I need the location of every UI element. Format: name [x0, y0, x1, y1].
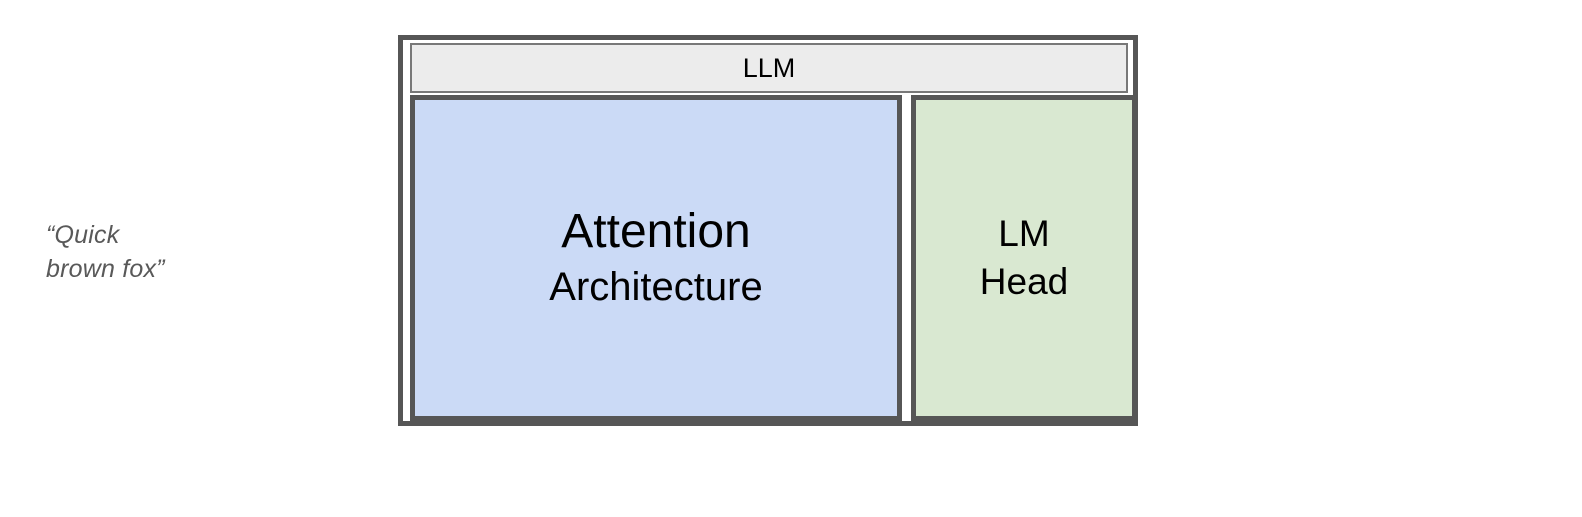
llm-header-bar: LLM: [410, 43, 1128, 93]
attention-block-title: Attention: [561, 205, 751, 258]
lm-head-label-line2: Head: [979, 261, 1069, 302]
llm-components-row: Attention Architecture LM Head: [410, 95, 1137, 423]
llm-container: LLM Attention Architecture LM Head: [398, 35, 1138, 426]
llm-header-label: LLM: [742, 52, 796, 83]
attention-block-subtitle: Architecture: [549, 265, 763, 309]
input-prompt-text: “Quick brown fox”: [46, 221, 165, 283]
lm-head-label-line1: LM: [998, 213, 1050, 254]
lm-head-block: LM Head: [911, 95, 1137, 421]
attention-architecture-block: Attention Architecture: [410, 95, 902, 421]
